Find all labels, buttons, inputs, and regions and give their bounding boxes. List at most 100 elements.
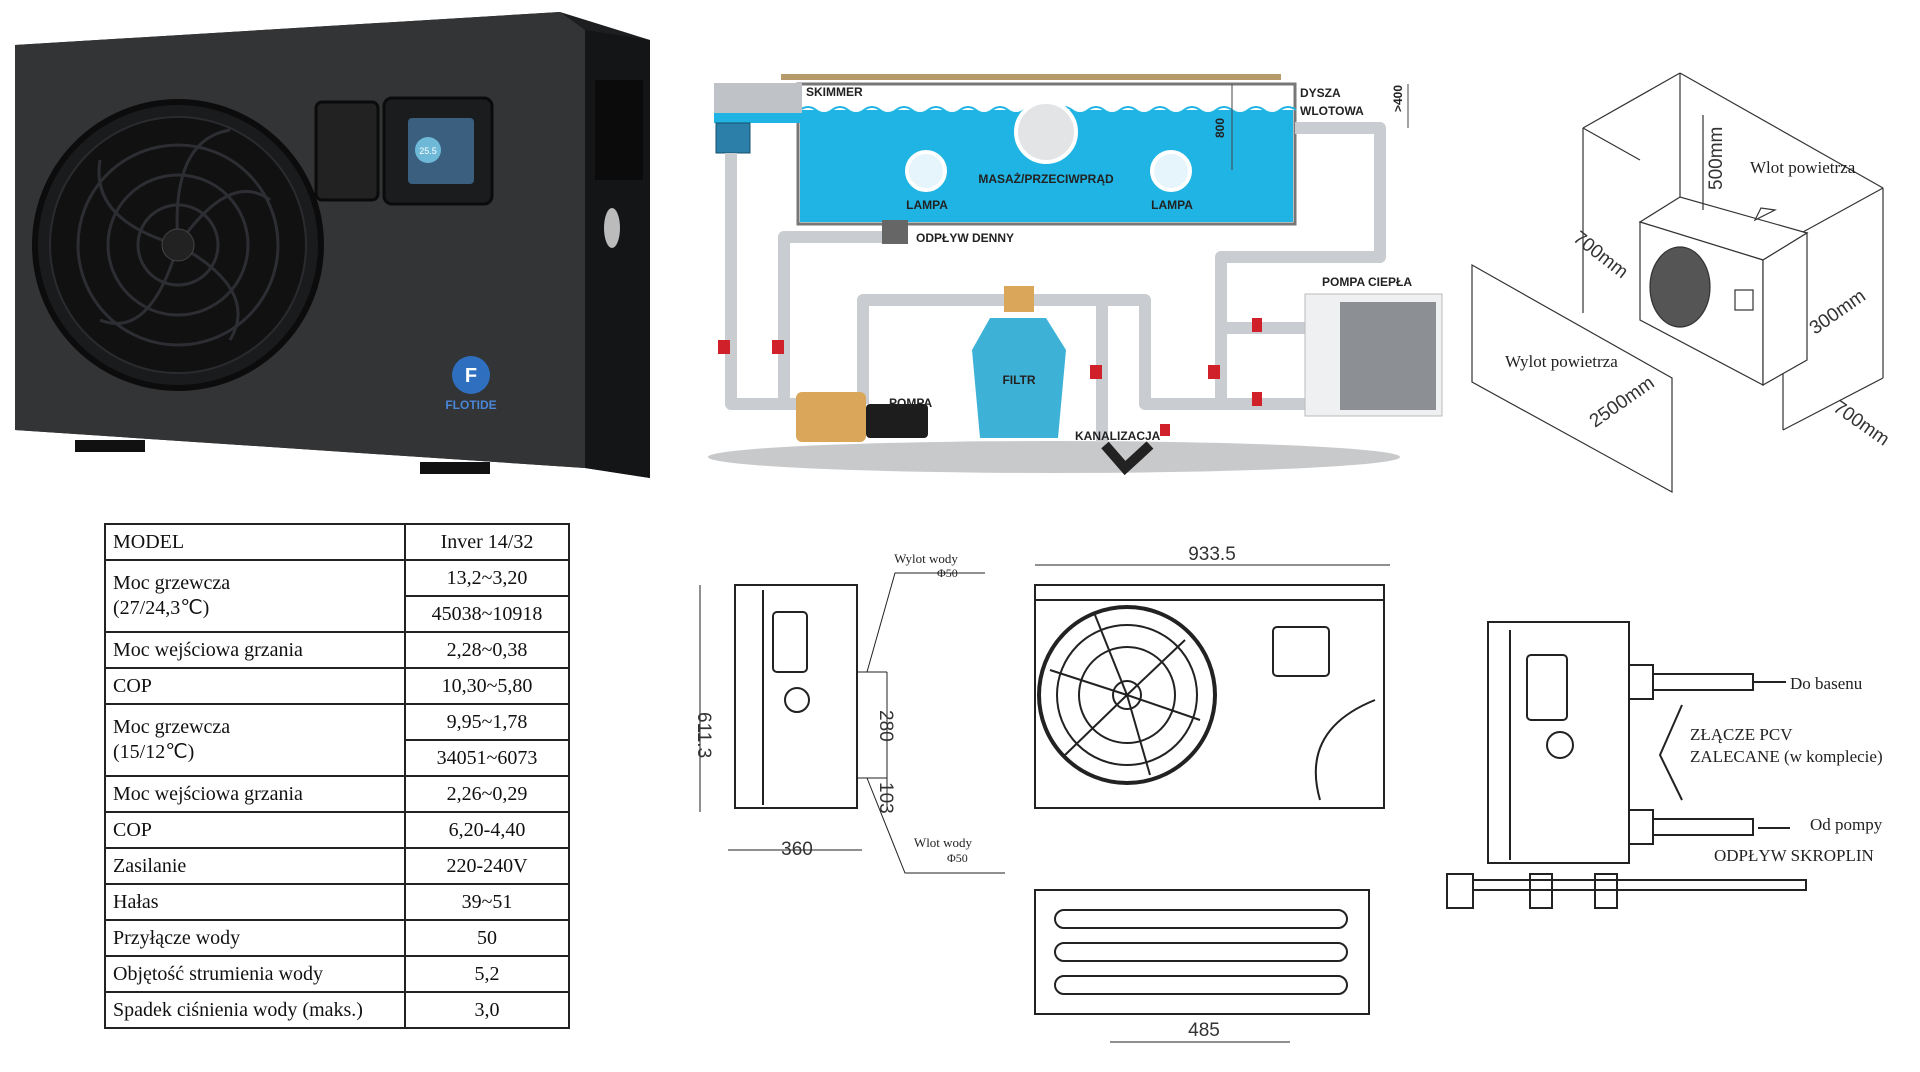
table-row: 45038~10918 (105, 595, 570, 633)
spec-label: Objętość strumienia wody (104, 955, 406, 993)
table-row: Spadek ciśnienia wody (maks.)3,0 (104, 991, 570, 1029)
svg-text:F: F (465, 365, 477, 387)
label-air-inlet: Wlot powietrza (1750, 158, 1856, 177)
label-skimmer: SKIMMER (806, 85, 863, 99)
heat-pump-photo: 25.5 F FLOTIDE (15, 12, 650, 478)
spec-label-line2: (27/24,3℃) (113, 597, 210, 619)
label-water-outlet-dia: Φ50 (937, 566, 958, 580)
lamp-icon (1150, 150, 1192, 192)
dim-depth: 360 (781, 839, 813, 860)
spec-value: 10,30~5,80 (404, 667, 570, 705)
dim-feet-spacing: 485 (1188, 1020, 1220, 1041)
spec-label: Zasilanie (104, 847, 406, 885)
spec-label: Moc wejściowa grzania (104, 775, 406, 813)
display-reading: 25.5 (419, 146, 437, 156)
connection-view-drawing (1446, 621, 1807, 909)
label-water-outlet: Wylot wody (894, 551, 958, 566)
spec-value: 220-240V (404, 847, 570, 885)
label-side-clearance: 300mm (1806, 286, 1870, 340)
label-right-clearance: 700mm (1829, 397, 1893, 451)
spec-label: COP (104, 811, 406, 849)
spec-value: 45038~10918 (404, 595, 570, 633)
label-water-inlet: Wlot wody (914, 835, 973, 850)
spec-label: MODEL (104, 523, 406, 561)
label-filter: FILTR (1002, 373, 1035, 387)
spec-label-line1: Moc grzewcza (113, 572, 231, 594)
spec-value: 3,0 (404, 991, 570, 1029)
spec-value: 5,2 (404, 955, 570, 993)
label-lamp-right: LAMPA (1151, 198, 1193, 212)
spec-label: Spadek ciśnienia wody (maks.) (104, 991, 406, 1029)
flotide-logo-icon (452, 356, 490, 394)
label-pvc-fitting-2: ZALECANE (w komplecie) (1690, 747, 1883, 766)
label-condensate-drain: ODPŁYW SKROPLIN (1714, 846, 1874, 865)
label-to-pool: Do basenu (1790, 674, 1863, 693)
table-row: Moc grzewcza (15/12℃) 9,95~1,78 (104, 703, 570, 777)
top-view-drawing (1034, 889, 1370, 1043)
spec-value: 34051~6073 (404, 739, 570, 777)
brand-logo-text: FLOTIDE (445, 398, 496, 412)
filter-icon (972, 318, 1066, 438)
spec-label: Moc grzewcza (15/12℃) (104, 703, 406, 777)
spec-label-line2: (15/12℃) (113, 741, 195, 763)
label-sewer: KANALIZACJA (1075, 429, 1161, 443)
spec-label: Moc grzewcza (27/24,3℃) (104, 559, 406, 633)
spec-label-line1: Moc grzewcza (113, 716, 231, 738)
massage-jet-icon (1014, 100, 1078, 164)
fan-grille-icon (76, 128, 280, 347)
spec-value: 2,26~0,29 (404, 775, 570, 813)
label-height-400: >400 (1391, 85, 1405, 112)
side-view-drawing (699, 572, 1005, 874)
spec-label: Przyłącze wody (104, 919, 406, 957)
label-depth-800: 800 (1213, 118, 1227, 138)
dim-width: 933.5 (1188, 544, 1236, 565)
clearance-diagram (1471, 72, 1884, 494)
pump-icon (796, 392, 866, 442)
label-left-clearance: 700mm (1569, 227, 1632, 283)
lamp-icon (905, 150, 947, 192)
label-lamp-left: LAMPA (906, 198, 948, 212)
control-display (408, 118, 474, 184)
label-massage: MASAŻ/PRZECIWPRĄD (978, 171, 1114, 186)
valve-icon (718, 318, 1262, 436)
spec-label: Hałas (104, 883, 406, 921)
label-top-clearance: 500mm (1706, 127, 1727, 190)
spec-value: Inver 14/32 (404, 523, 570, 561)
skimmer-icon (714, 83, 802, 113)
fan-icon (1649, 246, 1711, 328)
label-pvc-fitting: ZŁĄCZE PCV (1690, 725, 1793, 744)
spec-value: 2,28~0,38 (404, 631, 570, 669)
label-water-inlet-dia: Φ50 (947, 851, 968, 865)
front-view-drawing (1034, 564, 1390, 809)
pool-installation-diagram: SKIMMER DYSZA WLOTOWA >400 800 LAMPA LAM… (708, 74, 1443, 476)
spec-label: COP (104, 667, 406, 705)
dim-pipe-spacing: 280 (875, 710, 896, 742)
label-air-outlet: Wylot powietrza (1505, 352, 1618, 371)
table-row: 34051~6073 (105, 739, 570, 777)
label-bottom-drain: ODPŁYW DENNY (916, 231, 1014, 245)
spec-value: 50 (404, 919, 570, 957)
dim-height: 611.3 (693, 712, 714, 758)
table-row: Moc grzewcza (27/24,3℃) 13,2~3,20 (104, 559, 570, 633)
pressure-gauge-icon (604, 208, 620, 248)
spec-value: 39~51 (404, 883, 570, 921)
label-from-pump: Od pompy (1810, 815, 1883, 834)
spec-value: 6,20-4,40 (404, 811, 570, 849)
spec-label: Moc wejściowa grzania (104, 631, 406, 669)
spec-value: 13,2~3,20 (404, 559, 570, 597)
label-pump: POMPA (889, 396, 932, 410)
label-inlet-nozzle-2: WLOTOWA (1300, 104, 1364, 118)
label-inlet-nozzle: DYSZA (1300, 86, 1341, 100)
label-front-clearance: 2500mm (1586, 372, 1659, 432)
spec-value: 9,95~1,78 (404, 703, 570, 741)
